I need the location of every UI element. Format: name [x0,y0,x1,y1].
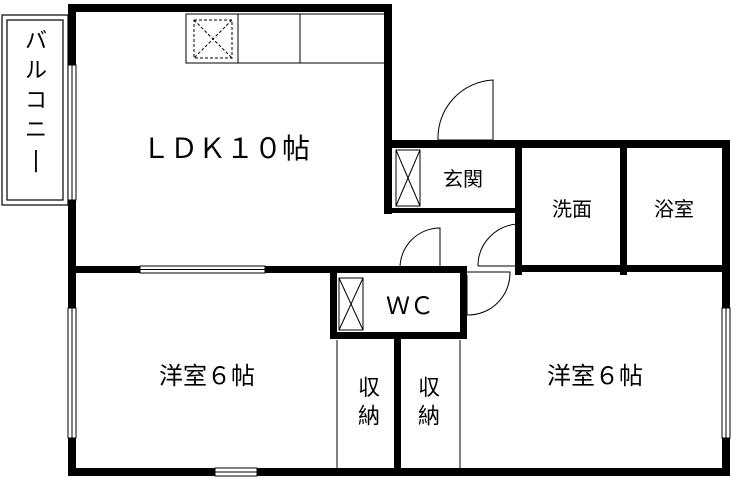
svg-text:収納: 収納 [358,376,380,430]
kitchen-counter [185,13,387,64]
svg-text:バルコニ|: バルコニ| [25,29,47,173]
room-label-youshitsu-left: 洋室６帖 [159,362,255,390]
closets [336,149,461,468]
room-label-youshitsu-right: 洋室６帖 [547,362,643,390]
room-label-wc: ＷＣ [386,292,434,320]
balcony-label: バルコニ| [25,29,47,173]
windows [67,64,731,477]
room-label-yokushitsu: 浴室 [654,197,694,221]
room-label-senmen: 洗面 [552,197,592,221]
storage-label-right: 収納 [418,376,440,430]
storage-label-left: 収納 [358,376,380,430]
room-label-ldk: ＬＤＫ１０帖 [142,132,310,165]
doors [399,79,627,316]
room-label-genkan: 玄関 [443,167,483,191]
svg-text:収納: 収納 [418,376,440,430]
inner-walls [68,140,730,476]
